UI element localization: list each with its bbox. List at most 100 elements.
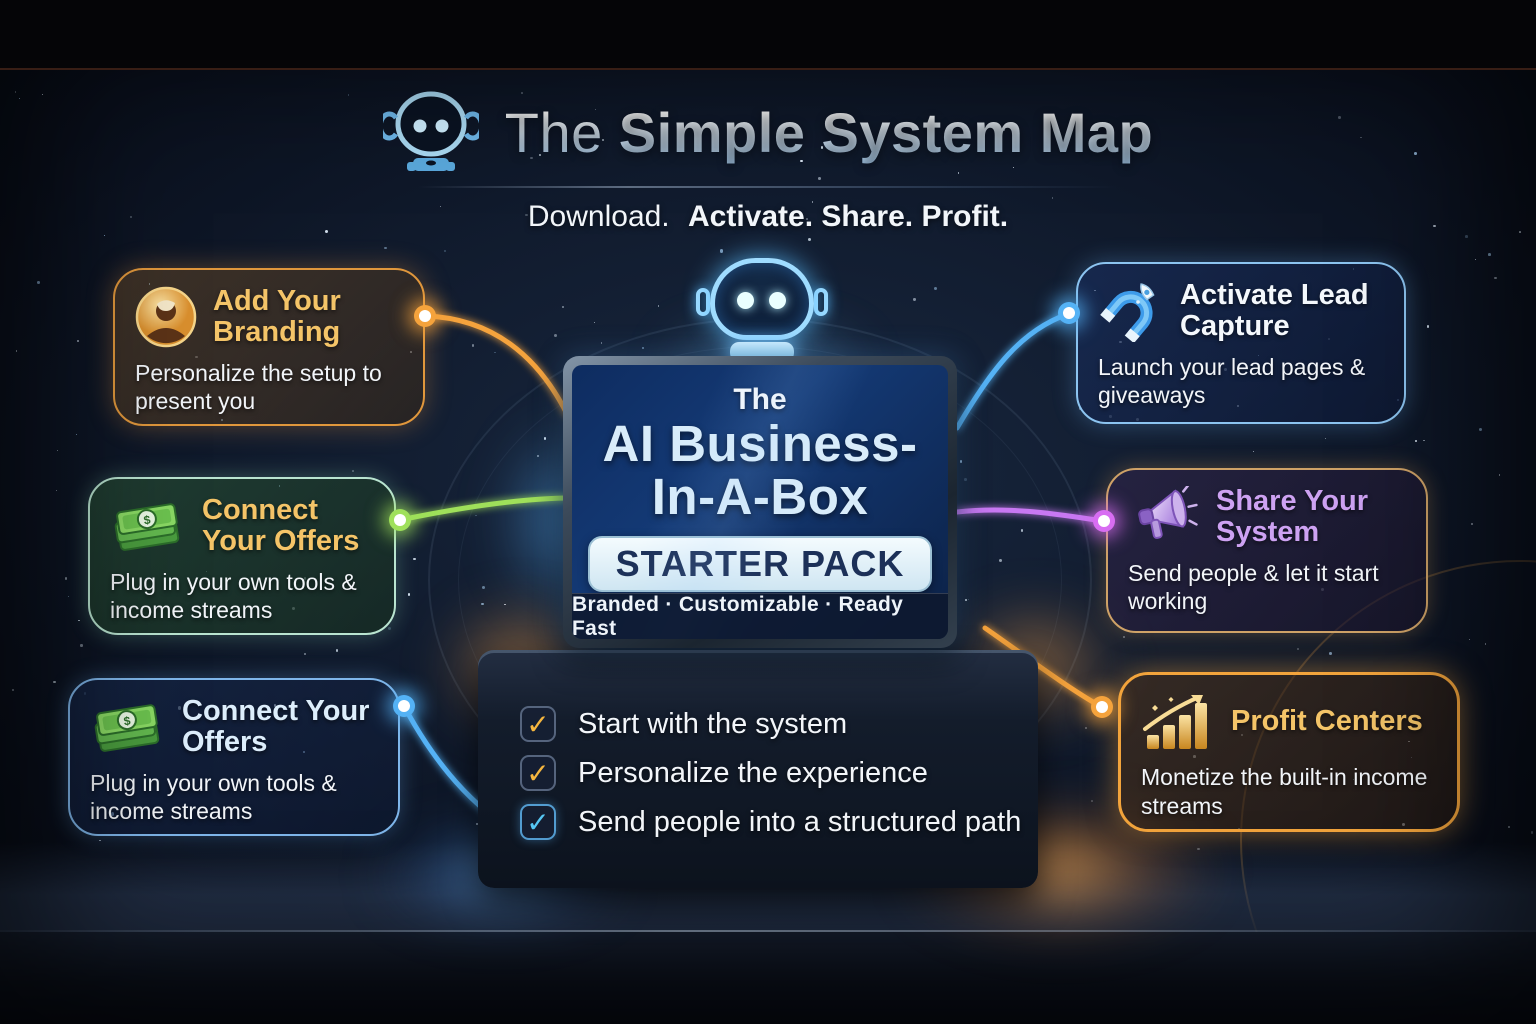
star bbox=[1479, 427, 1482, 431]
star bbox=[407, 593, 411, 596]
star bbox=[807, 238, 811, 242]
star bbox=[1253, 450, 1255, 453]
star bbox=[12, 688, 15, 692]
star bbox=[444, 249, 447, 252]
star bbox=[67, 595, 69, 598]
star bbox=[15, 350, 18, 353]
star bbox=[1433, 224, 1436, 228]
star bbox=[384, 246, 387, 250]
star bbox=[55, 489, 58, 492]
star bbox=[18, 97, 21, 100]
star bbox=[820, 146, 824, 149]
card-body: Plug in your own tools & income streams bbox=[110, 568, 357, 624]
star bbox=[593, 321, 596, 324]
top-letterbox-bar bbox=[0, 0, 1536, 70]
checklist-item: ✓ Send people into a structured path bbox=[520, 804, 1021, 840]
bottom-shadow-band bbox=[0, 932, 1536, 1024]
wire-branding bbox=[422, 313, 570, 417]
node-dot-profit-centers bbox=[1091, 696, 1113, 718]
star bbox=[594, 109, 596, 111]
starter-pack-screen: The AI Business- In-A-Box STARTER PACK B… bbox=[563, 356, 957, 648]
checklist-label: Send people into a structured path bbox=[578, 805, 1022, 838]
star bbox=[1415, 439, 1418, 442]
title-bold: Simple System Map bbox=[618, 100, 1154, 164]
star bbox=[730, 123, 732, 125]
node-dot-offers-green bbox=[389, 509, 411, 531]
star bbox=[719, 249, 723, 253]
star bbox=[1324, 437, 1327, 440]
floor-highlight-line bbox=[0, 930, 1536, 932]
svg-text:$: $ bbox=[143, 513, 152, 528]
money-stack-icon: $ bbox=[90, 697, 166, 757]
node-dot-offers-blue bbox=[393, 695, 415, 717]
star bbox=[324, 229, 328, 233]
star bbox=[1143, 124, 1145, 127]
card-title: Connect Your Offers bbox=[182, 695, 370, 759]
card-body: Launch your lead pages & giveaways bbox=[1098, 353, 1366, 409]
star bbox=[800, 159, 803, 162]
card-activate-lead-capture: Activate Lead Capture Launch your lead p… bbox=[1076, 262, 1406, 424]
star bbox=[1338, 116, 1341, 120]
megaphone-icon bbox=[1128, 486, 1200, 548]
star bbox=[1494, 276, 1498, 280]
star bbox=[1012, 167, 1014, 169]
star bbox=[539, 153, 542, 156]
star bbox=[387, 626, 391, 630]
robot-eye bbox=[769, 292, 786, 309]
checkbox-icon: ✓ bbox=[520, 804, 556, 840]
star bbox=[1413, 152, 1417, 156]
card-title: Add Your Branding bbox=[213, 285, 341, 349]
star bbox=[562, 305, 565, 308]
robot-mascot-icon bbox=[696, 258, 828, 362]
robot-ear bbox=[814, 288, 828, 316]
checkbox-icon: ✓ bbox=[520, 706, 556, 742]
star bbox=[347, 94, 350, 96]
star bbox=[812, 201, 814, 203]
card-title: Profit Centers bbox=[1231, 705, 1423, 738]
star bbox=[933, 286, 937, 290]
money-stack-icon: $ bbox=[110, 496, 186, 556]
star bbox=[439, 206, 441, 208]
star bbox=[600, 342, 603, 344]
checklist: ✓ Start with the system ✓ Personalize th… bbox=[520, 706, 1021, 840]
node-dot-share-system bbox=[1093, 510, 1115, 532]
card-share-your-system: Share Your System Send people & let it s… bbox=[1106, 468, 1428, 633]
header-divider bbox=[418, 186, 1118, 188]
screen-line-2: In-A-Box bbox=[651, 468, 869, 526]
starter-pack-badge: STARTER PACK bbox=[587, 536, 933, 593]
card-add-branding: Add Your Branding Personalize the setup … bbox=[113, 268, 425, 426]
star bbox=[913, 298, 916, 301]
star bbox=[1426, 325, 1430, 328]
star bbox=[76, 339, 79, 342]
star bbox=[37, 281, 41, 285]
star bbox=[553, 334, 557, 337]
star bbox=[104, 234, 106, 236]
star bbox=[303, 652, 306, 655]
star bbox=[1051, 197, 1053, 199]
star bbox=[806, 218, 809, 220]
star bbox=[521, 92, 524, 95]
subtitle-regular: Download. bbox=[527, 200, 670, 233]
checklist-item: ✓ Start with the system bbox=[520, 706, 1021, 742]
star bbox=[56, 450, 58, 452]
star bbox=[99, 839, 101, 842]
screen-line-the: The bbox=[733, 383, 787, 416]
bar-chart-arrow-icon bbox=[1141, 691, 1215, 753]
title-regular: The bbox=[504, 100, 603, 164]
card-connect-offers-green: $ Connect Your Offers Plug in your own t… bbox=[88, 477, 396, 635]
star bbox=[494, 351, 497, 354]
robot-icon bbox=[382, 88, 479, 176]
node-dot-lead-capture bbox=[1058, 302, 1080, 324]
star bbox=[41, 94, 44, 96]
star bbox=[1122, 635, 1125, 638]
magnet-rocket-icon bbox=[1098, 280, 1164, 343]
star bbox=[352, 470, 354, 472]
checklist-label: Personalize the experience bbox=[578, 756, 928, 789]
card-body: Personalize the setup to present you bbox=[135, 359, 382, 415]
star bbox=[1423, 439, 1425, 441]
star bbox=[957, 172, 960, 174]
robot-ear bbox=[696, 288, 710, 316]
star bbox=[78, 619, 80, 622]
screen-line-1: AI Business- bbox=[602, 415, 918, 472]
star bbox=[1360, 136, 1362, 139]
